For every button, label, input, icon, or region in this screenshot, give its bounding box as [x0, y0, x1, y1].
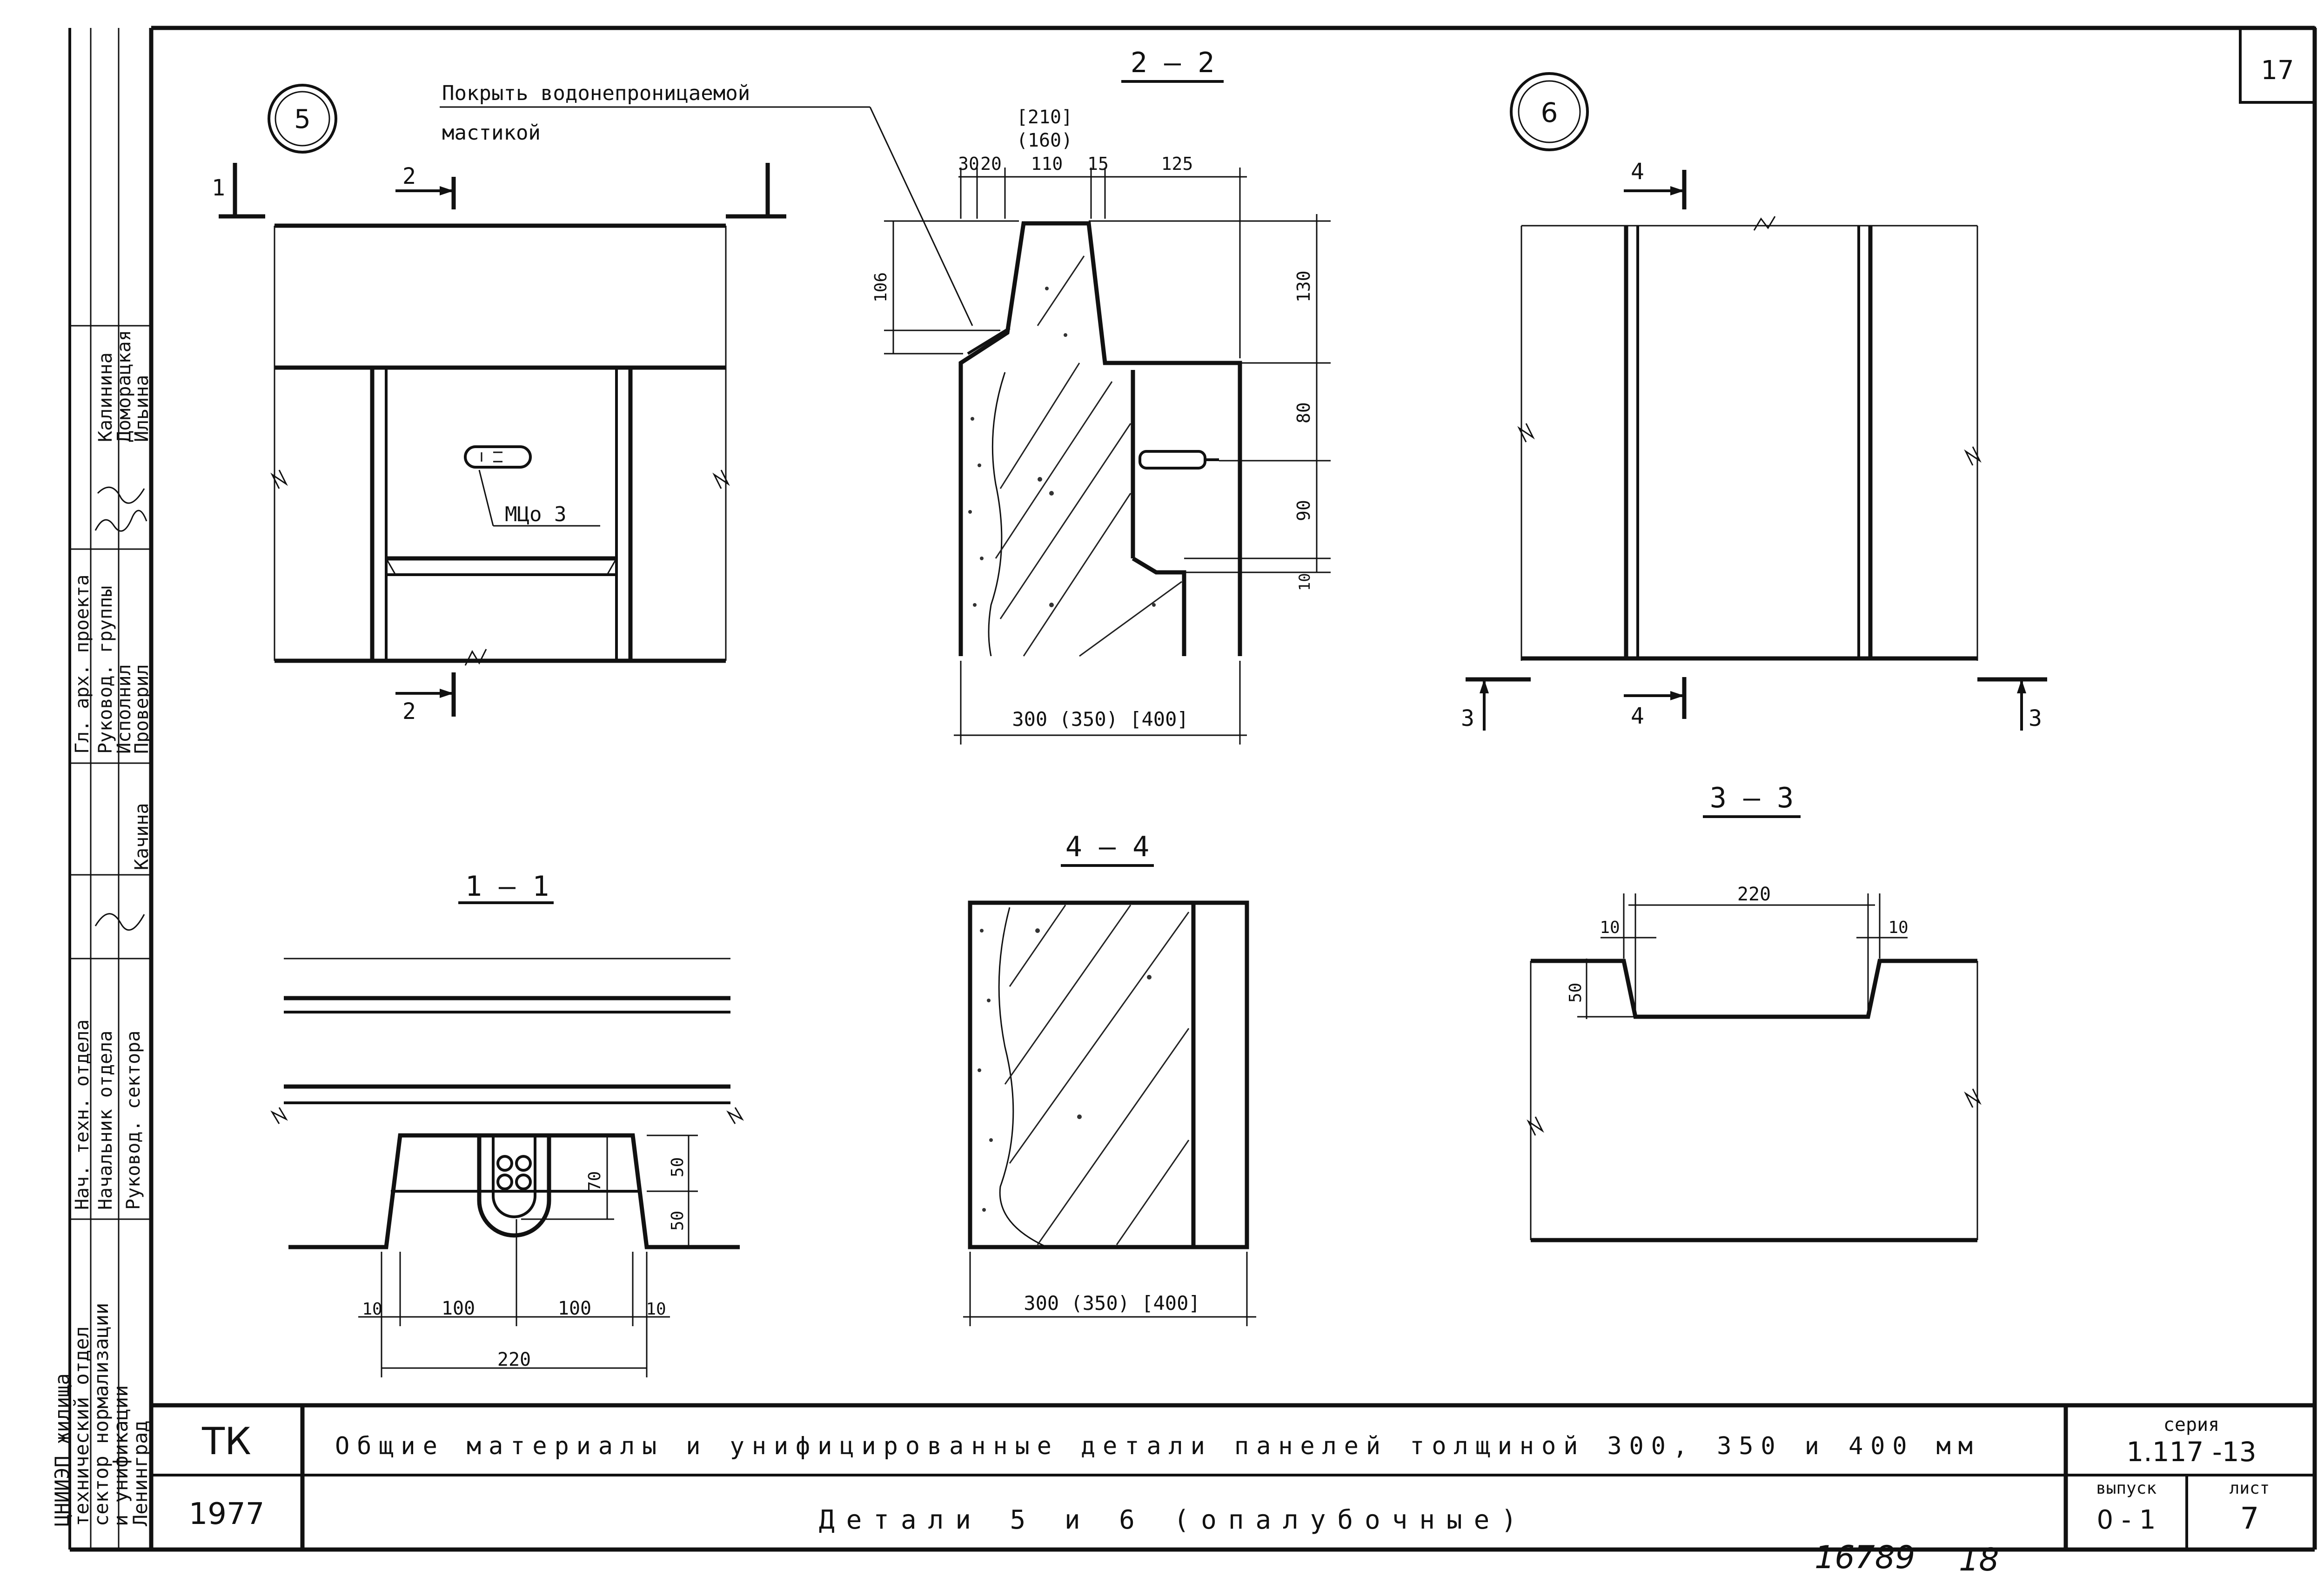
section-1-1	[270, 901, 744, 1377]
issue-value: 0 - 1	[2096, 1505, 2156, 1535]
dim-100: 100	[558, 1298, 591, 1319]
section-4-label: 4	[1631, 703, 1644, 729]
dim-70: 70	[585, 1171, 604, 1191]
stamp-names: Калинина Доморацкая Ильина Качина	[95, 330, 153, 870]
series-value: 1.117 -13	[2126, 1436, 2256, 1468]
dim-15: 15	[1087, 154, 1109, 174]
dim-50: 50	[668, 1211, 687, 1231]
stamp-org-line: ЦНИИЭП жилища	[51, 1373, 74, 1526]
sheet-value: 7	[2240, 1502, 2259, 1536]
stamp-org-line: технический отдел	[70, 1326, 93, 1526]
dim-106: 106	[871, 272, 891, 302]
section-4-4-title: 4 — 4	[1065, 831, 1150, 863]
dim-130: 130	[1293, 270, 1314, 302]
stamp-name: Ильина	[131, 375, 153, 443]
stamp-name: Калинина	[95, 352, 116, 442]
dim-50: 50	[668, 1157, 687, 1177]
dim-10: 10	[362, 1300, 382, 1319]
stamp-org: технический отдел сектор нормализации и …	[51, 1303, 152, 1526]
dim-90: 90	[1293, 500, 1314, 521]
dim-bottom: 300 (350) [400]	[1012, 708, 1188, 731]
stamp-role: Исполнил	[114, 664, 135, 754]
dim-220: 220	[1737, 884, 1771, 905]
detail-5-elevation	[219, 84, 973, 717]
section-3-label: 3	[1461, 705, 1474, 731]
dim-10: 10	[1600, 918, 1620, 937]
dim-bottom: 300 (350) [400]	[1024, 1292, 1200, 1315]
stamp-role: Гл. арх. проекта	[72, 575, 93, 754]
stamp-roles: Начальник отдела Руковод. сектора Нач. т…	[72, 575, 153, 1210]
dim-160: (160)	[1017, 130, 1072, 151]
section-3-3-title: 3 — 3	[1710, 782, 1794, 814]
org-code: ТК	[201, 1420, 251, 1463]
title-block	[151, 1403, 2315, 1550]
dim-20: 20	[980, 154, 1002, 174]
stamp-role: Руковод. сектора	[123, 1031, 144, 1210]
section-1-1-title: 1 — 1	[465, 870, 549, 903]
section-3-3	[1527, 815, 1982, 1242]
dim-100: 100	[442, 1298, 475, 1319]
sheet-label: лист	[2230, 1479, 2270, 1498]
section-4-label: 4	[1631, 159, 1644, 185]
dim-10: 10	[1888, 918, 1908, 937]
stamp-role: Нач. техн. отдела	[72, 1020, 93, 1210]
note-text: Покрыть водонепроницаемой	[442, 81, 750, 105]
sheet-frame	[68, 26, 2317, 1552]
year: 1977	[189, 1497, 265, 1531]
dim-110: 110	[1031, 154, 1063, 174]
side-stamp	[70, 325, 151, 1220]
section-3-label: 3	[2029, 705, 2042, 731]
stamp-org-line: сектор нормализации	[90, 1303, 113, 1526]
issue-label: выпуск	[2096, 1479, 2157, 1498]
dim-30: 30	[958, 154, 979, 174]
dim-50: 50	[1566, 983, 1585, 1003]
archive-number: 16789	[1815, 1539, 1915, 1576]
dim-80: 80	[1293, 402, 1314, 423]
detail-6-number: 6	[1541, 97, 1558, 128]
note-text: мастикой	[442, 121, 541, 145]
drawing-subtitle: Детали 5 и 6 (опалубочные)	[819, 1505, 1517, 1535]
dim-125: 125	[1161, 154, 1193, 174]
stamp-org-line: Ленинград	[129, 1420, 152, 1526]
section-4-4	[963, 864, 1256, 1326]
stamp-role: Начальник отдела	[95, 1031, 116, 1210]
drawing-title: Общие материалы и унифицированные детали…	[335, 1432, 1973, 1460]
signature-marks	[94, 486, 147, 931]
section-2-2	[884, 80, 1331, 745]
section-2-2-title: 2 — 2	[1131, 47, 1215, 79]
stamp-name: Доморацкая	[114, 330, 135, 442]
stamp-role: Проверил	[131, 664, 153, 754]
dim-210: [210]	[1017, 107, 1072, 128]
series-label: серия	[2163, 1414, 2219, 1436]
dim-10: 10	[1296, 573, 1313, 591]
dim-220: 220	[497, 1349, 531, 1370]
detail-6-elevation	[1466, 72, 2047, 731]
sheet-number: 17	[2261, 55, 2294, 86]
insert-label: МЦо 3	[505, 503, 566, 526]
archive-suffix: 18	[1959, 1542, 1999, 1577]
stamp-role: Руковод. группы	[95, 586, 116, 754]
section-2-label: 2	[402, 698, 416, 725]
detail-5-number: 5	[294, 104, 311, 134]
section-1-label: 1	[212, 175, 225, 201]
stamp-name: Качина	[131, 803, 153, 871]
dim-10: 10	[646, 1300, 666, 1319]
stamp-org-line: и унификации	[109, 1385, 132, 1526]
section-2-label: 2	[402, 163, 416, 189]
